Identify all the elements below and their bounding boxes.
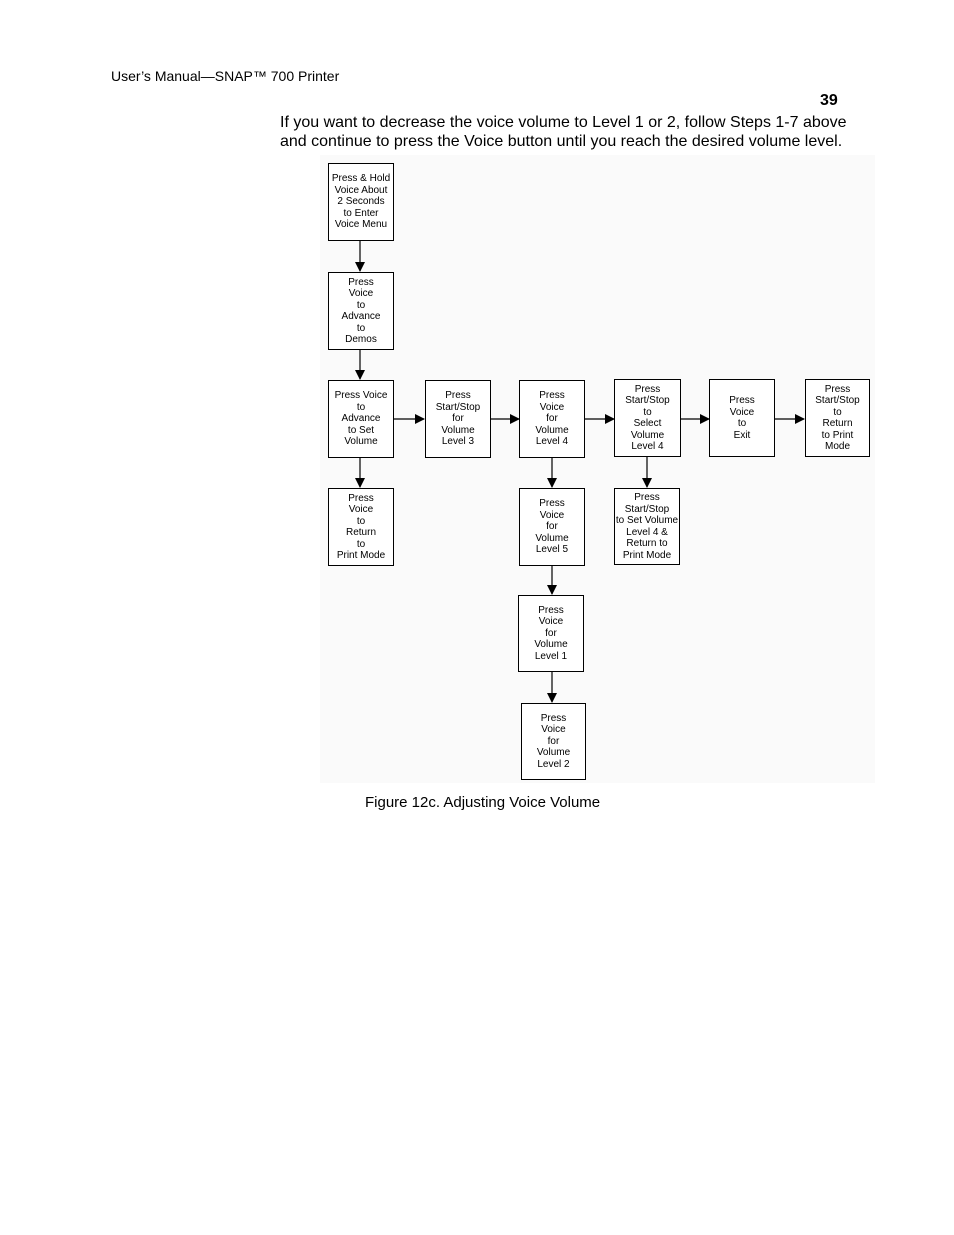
running-header: User’s Manual—SNAP™ 700 Printer bbox=[111, 68, 340, 84]
step-hold-voice-enter-menu: Press & Hold Voice About 2 Seconds to En… bbox=[328, 163, 394, 241]
step-advance-to-set-volume: Press Voice to Advance to Set Volume bbox=[328, 380, 394, 458]
step-select-volume-level-4: Press Start/Stop to Select Volume Level … bbox=[614, 379, 681, 457]
intro-line-2: and continue to press the Voice button u… bbox=[280, 133, 843, 150]
step-voice-volume-level-5: Press Voice for Volume Level 5 bbox=[519, 488, 585, 566]
page-number: 39 bbox=[820, 92, 838, 109]
figure-background bbox=[320, 155, 875, 783]
step-voice-exit: Press Voice to Exit bbox=[709, 379, 775, 457]
figure-caption: Figure 12c. Adjusting Voice Volume bbox=[365, 794, 601, 811]
intro-line-1: If you want to decrease the voice volume… bbox=[280, 114, 847, 131]
step-start-stop-return-print-mode: Press Start/Stop to Return to Print Mode bbox=[805, 379, 870, 457]
step-advance-to-demos: Press Voice to Advance to Demos bbox=[328, 272, 394, 350]
step-return-to-print-mode: Press Voice to Return to Print Mode bbox=[328, 488, 394, 566]
step-voice-volume-level-1: Press Voice for Volume Level 1 bbox=[518, 595, 584, 672]
step-set-level-4-return: Press Start/Stop to Set Volume Level 4 &… bbox=[614, 488, 680, 565]
step-start-stop-volume-level-3: Press Start/Stop for Volume Level 3 bbox=[425, 380, 491, 458]
step-voice-volume-level-2: Press Voice for Volume Level 2 bbox=[521, 703, 586, 780]
step-voice-volume-level-4: Press Voice for Volume Level 4 bbox=[519, 380, 585, 458]
intro-paragraph: If you want to decrease the voice volume… bbox=[280, 113, 880, 151]
